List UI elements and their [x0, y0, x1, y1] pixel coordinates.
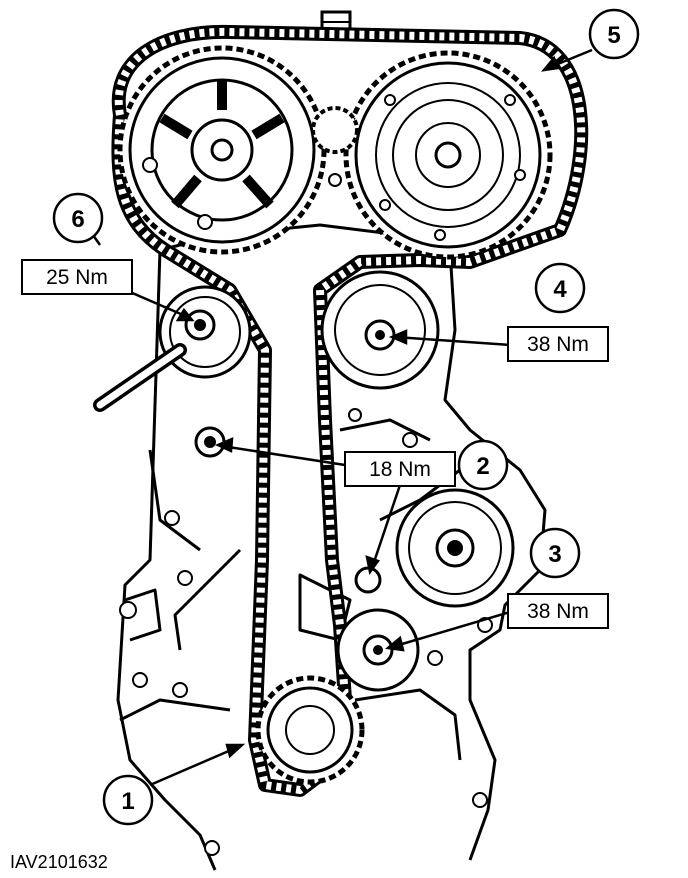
tensioner-bolt	[194, 426, 226, 458]
callout-3: 3	[529, 527, 581, 579]
timing-belt	[111, 24, 589, 797]
svg-text:5: 5	[607, 22, 620, 49]
callout-2: 2	[457, 439, 509, 491]
allen-key-tool	[93, 343, 187, 412]
callout-4: 4	[534, 262, 586, 314]
svg-text:4: 4	[553, 276, 567, 303]
auxiliary-gear	[311, 106, 359, 154]
torque-label-upper-idler: 38 Nm	[507, 326, 609, 362]
lower-idler-pulley	[336, 608, 420, 692]
crankshaft-sprocket	[255, 675, 365, 785]
torque-label-tensioner: 25 Nm	[21, 259, 133, 295]
figure-reference: IAV2101632	[10, 852, 108, 872]
svg-text:18 Nm: 18 Nm	[369, 458, 431, 481]
belt-tensioner	[158, 285, 252, 379]
svg-text:38 Nm: 38 Nm	[527, 600, 589, 623]
svg-text:1: 1	[121, 788, 134, 815]
callout-5: 5	[588, 8, 640, 60]
left-camshaft-pulley	[117, 45, 327, 255]
torque-label-bolt: 18 Nm	[344, 451, 456, 487]
upper-idler-pulley	[320, 270, 440, 390]
callout-1: 1	[102, 774, 154, 826]
svg-text:6: 6	[71, 206, 84, 233]
callout-6: 6	[52, 192, 104, 244]
svg-text:2: 2	[476, 453, 489, 480]
torque-label-lower-idler: 38 Nm	[507, 593, 609, 629]
water-pump-pulley	[395, 488, 515, 608]
svg-text:3: 3	[548, 541, 561, 568]
svg-text:38 Nm: 38 Nm	[527, 333, 589, 356]
right-camshaft-pulley	[343, 50, 553, 260]
svg-text:25 Nm: 25 Nm	[46, 266, 108, 289]
